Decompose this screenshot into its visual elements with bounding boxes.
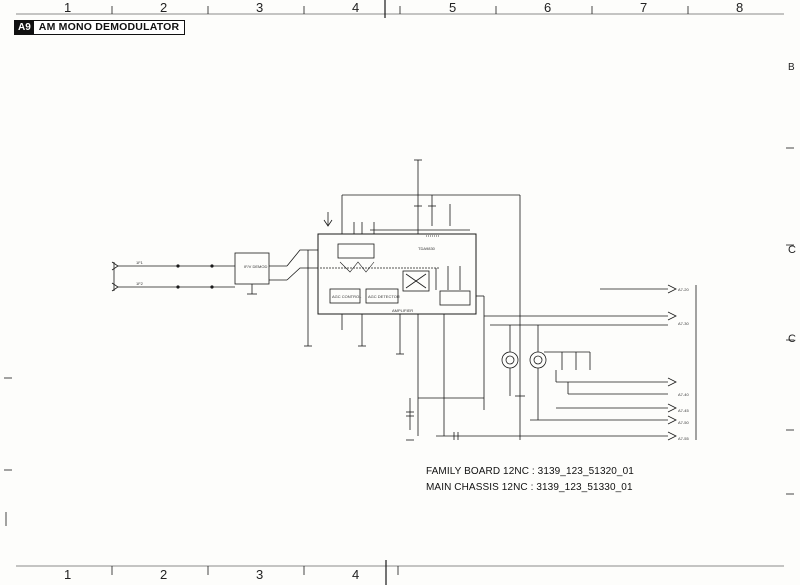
agc-control-label: AGC CONTROL bbox=[332, 294, 362, 299]
connector-label: A7-55 bbox=[678, 436, 689, 441]
net-label: 1F2 bbox=[136, 281, 144, 286]
main-chassis-info: MAIN CHASSIS 12NC : 3139_123_51330_01 bbox=[426, 482, 633, 493]
column-label: 7 bbox=[640, 0, 648, 15]
row-label: B bbox=[788, 62, 795, 73]
connector-label: A7-40 bbox=[678, 392, 689, 397]
agc-detector-label: AGC DETECTOR bbox=[368, 294, 400, 299]
net-label: 1F1 bbox=[136, 260, 144, 265]
column-label-bottom: 1 bbox=[64, 567, 72, 582]
column-label: 5 bbox=[449, 0, 457, 15]
row-label: C bbox=[788, 244, 796, 256]
column-label: 4 bbox=[352, 0, 360, 15]
connector-label: A7-45 bbox=[678, 408, 689, 413]
column-label: 1 bbox=[64, 0, 72, 15]
amplifier-label: AMPLIFIER bbox=[392, 308, 413, 313]
sheet-title-text: AM MONO DEMODULATOR bbox=[38, 21, 180, 33]
row-label: C bbox=[788, 333, 796, 345]
column-label: 3 bbox=[256, 0, 264, 15]
connector-label: A7-20 bbox=[678, 287, 689, 292]
column-label: 6 bbox=[544, 0, 552, 15]
sheet-title: A9 AM MONO DEMODULATOR bbox=[14, 20, 186, 35]
family-board-info: FAMILY BOARD 12NC : 3139_123_51320_01 bbox=[426, 466, 634, 477]
ic-part-label: TDA9830 bbox=[418, 246, 436, 251]
saw-filter-label: IF/V DEMOD bbox=[244, 264, 267, 269]
column-label-bottom: 2 bbox=[160, 567, 168, 582]
connector-label: A7-30 bbox=[678, 321, 689, 326]
column-label: 8 bbox=[736, 0, 744, 15]
column-label-bottom: 4 bbox=[352, 567, 360, 582]
connector-label: A7-50 bbox=[678, 420, 689, 425]
column-label: 2 bbox=[160, 0, 168, 15]
column-label-bottom: 3 bbox=[256, 567, 264, 582]
sheet-tag: A9 bbox=[15, 21, 34, 34]
